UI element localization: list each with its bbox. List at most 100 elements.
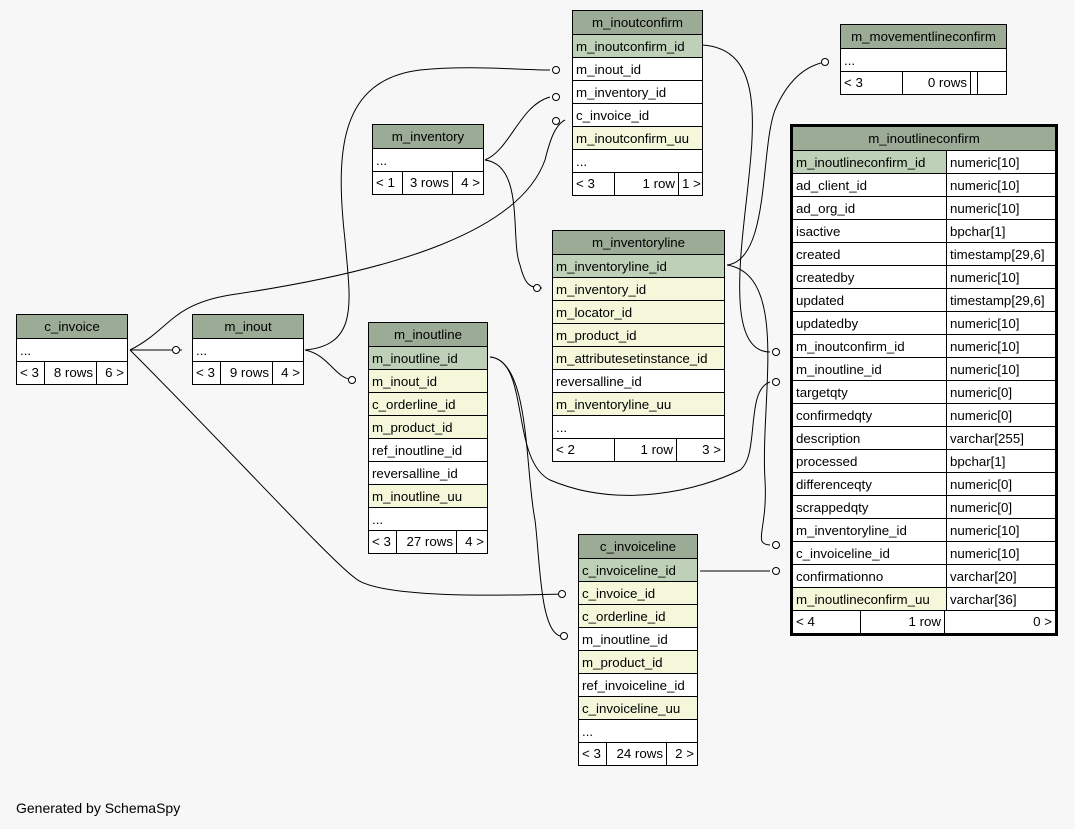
table-name: m_inoutconfirm [573,11,702,35]
column-name: c_invoiceline_id [582,563,676,578]
child-count[interactable]: 3 > [702,442,721,457]
child-count[interactable]: 1 > [682,176,701,191]
column-name: ... [556,420,568,435]
child-count[interactable]: 4 > [465,534,484,549]
table-name: c_invoice [17,315,127,339]
edge-m-inoutconfirm-m-inoutlineconfirm [701,44,771,353]
column-c-invoiceline-uu: c_invoiceline_uu [579,697,697,720]
row-count[interactable]: 0 rows [903,72,971,94]
column-type: numeric[10] [946,335,1055,357]
column-reversalline-id: reversalline_id [553,370,724,393]
row-count[interactable]: 1 row [861,611,945,633]
child-count[interactable]: 4 > [281,365,300,380]
table-name: m_inventoryline [553,231,724,255]
row-count[interactable]: 8 rows [45,362,97,384]
column-name: m_product_id [556,328,637,343]
table-name: m_inventory [373,125,483,149]
column-name: ref_inoutline_id [372,443,463,458]
column-type: timestamp[29,6] [946,289,1055,311]
column-name: m_inventory_id [576,85,667,100]
edge-end-marker [560,632,568,640]
column-name: c_invoice_id [576,108,650,123]
edge-end-marker [533,284,541,292]
row-count[interactable]: 24 rows [607,743,667,765]
table-name: m_inoutlineconfirm [793,127,1055,151]
column-name: m_product_id [372,420,453,435]
child-count[interactable]: 6 > [105,365,124,380]
row-count[interactable]: 9 rows [221,362,273,384]
column-name: m_inoutline_id [796,362,882,377]
parent-count[interactable]: < 3 [17,362,45,384]
parent-count[interactable]: < 3 [369,531,397,553]
column-type: numeric[10] [946,151,1055,173]
child-count[interactable]: 4 > [461,175,480,190]
column-type: numeric[0] [946,404,1055,426]
column-type: numeric[10] [946,174,1055,196]
column-m-inout-id: m_inout_id [573,58,702,81]
column-name: c_invoiceline_uu [582,701,681,716]
column-name: ... [196,343,208,358]
column-c-invoice-id: c_invoice_id [573,104,702,127]
column-m-product-id: m_product_id [553,324,724,347]
column-m-attributesetinstance-id: m_attributesetinstance_id [553,347,724,370]
column-m-inoutline-id: m_inoutline_id [369,347,487,370]
column-ellipsis: ... [17,339,127,362]
parent-count[interactable]: < 3 [573,173,615,195]
parent-count[interactable]: < 2 [553,439,615,461]
column-type: numeric[0] [946,473,1055,495]
parent-count[interactable]: < 3 [841,72,903,94]
column-type: numeric[10] [946,542,1055,564]
edge-m-inventoryline-m-movementlineconfirm [726,61,826,266]
row-count[interactable]: 27 rows [397,531,457,553]
table-m-inoutconfirm[interactable]: m_inoutconfirm m_inoutconfirm_id m_inout_i… [572,10,703,196]
edge-end-marker [772,348,780,356]
column-type: numeric[10] [946,266,1055,288]
column-name: m_inoutline_id [372,351,458,366]
edge-end-marker [552,117,560,125]
child-count[interactable]: 0 > [1033,614,1052,629]
parent-count[interactable]: < 3 [193,362,221,384]
column-ellipsis: ... [553,416,724,439]
column-name: m_inout_id [576,62,642,77]
parent-count[interactable]: < 3 [579,743,607,765]
column-name: m_inventoryline_id [796,523,907,538]
parent-count[interactable]: < 4 [793,611,861,633]
parent-count[interactable]: < 1 [373,172,403,194]
edge-end-marker [821,58,829,66]
column-m-inoutconfirm-uu: m_inoutconfirm_uu [573,127,702,150]
edge-end-marker [772,567,780,575]
column-type: varchar[255] [946,427,1055,449]
child-count[interactable]: 2 > [675,746,694,761]
column-type: numeric[10] [946,312,1055,334]
column-c-orderline-id: c_orderline_id [579,605,697,628]
column-name: c_invoiceline_id [796,546,890,561]
column-type: numeric[0] [946,496,1055,518]
row-count[interactable]: 1 row [615,439,677,461]
column-c-invoiceline-id: c_invoiceline_id [579,559,697,582]
column-name: processed [796,454,858,469]
column-name: m_inoutconfirm_id [576,39,685,54]
column-name: m_inventory_id [556,282,647,297]
row-count[interactable]: 3 rows [403,172,453,194]
edge-c-invoice-m-inoutconfirm [129,119,566,351]
column-reversalline-id: reversalline_id [369,462,487,485]
row-count[interactable]: 1 row [615,173,679,195]
child-count[interactable] [971,72,978,94]
edge-end-marker [552,66,560,74]
column-name: ... [372,512,384,527]
column-name: ref_invoiceline_id [582,678,685,693]
